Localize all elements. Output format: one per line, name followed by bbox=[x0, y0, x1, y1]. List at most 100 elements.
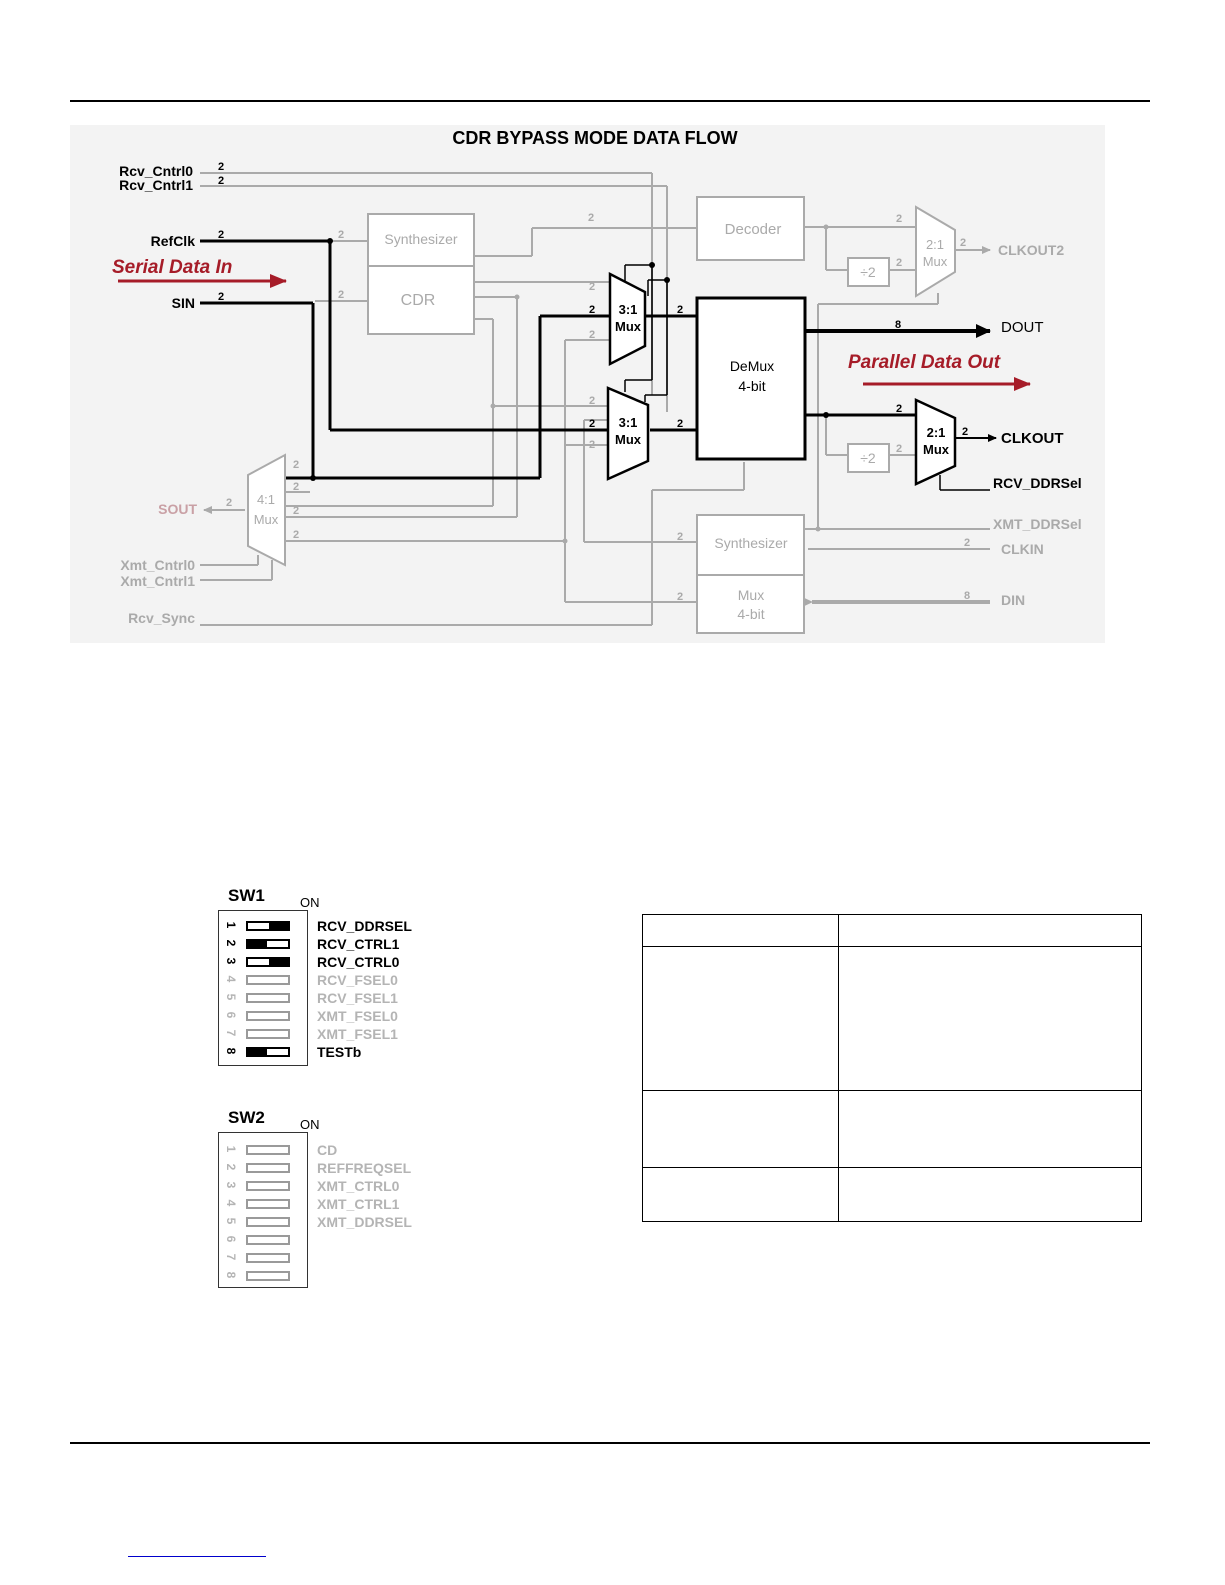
switch-number: 7 bbox=[224, 1029, 238, 1037]
table-row bbox=[642, 1090, 1142, 1168]
switch-label: XMT_DDRSEL bbox=[317, 1214, 412, 1230]
table-cell bbox=[838, 914, 1142, 947]
switch-knob bbox=[269, 959, 288, 965]
bottom-rule bbox=[70, 1442, 1150, 1444]
label-xmt-cntrl1: Xmt_Cntrl1 bbox=[120, 573, 195, 589]
switch-toggle[interactable] bbox=[246, 939, 290, 949]
switch-number: 1 bbox=[224, 921, 238, 929]
switch-label: XMT_FSEL1 bbox=[317, 1026, 398, 1042]
table-cell bbox=[838, 1090, 1142, 1168]
switch-toggle[interactable] bbox=[246, 1181, 290, 1191]
svg-text:2: 2 bbox=[218, 161, 224, 173]
switch-toggle[interactable] bbox=[246, 1145, 290, 1155]
sw2-title: SW2 bbox=[228, 1108, 265, 1127]
label-sout: SOUT bbox=[158, 501, 197, 517]
table-cell bbox=[642, 914, 839, 947]
block-mux3-bottom: 3:1 Mux bbox=[606, 386, 650, 481]
switch-toggle[interactable] bbox=[246, 975, 290, 985]
svg-text:2: 2 bbox=[677, 304, 683, 316]
svg-text:3:1: 3:1 bbox=[619, 415, 638, 430]
cdr-bypass-diagram: CDR BYPASS MODE DATA FLOW bbox=[70, 125, 1105, 643]
label-rcv-cntrl1: Rcv_Cntrl1 bbox=[119, 177, 193, 193]
svg-text:2: 2 bbox=[218, 175, 224, 187]
settings-table bbox=[642, 914, 1142, 1222]
label-rcv-ddrsel: RCV_DDRSel bbox=[993, 475, 1082, 491]
svg-text:2:1: 2:1 bbox=[926, 237, 944, 252]
switch-toggle[interactable] bbox=[246, 1011, 290, 1021]
switch-toggle[interactable] bbox=[246, 1253, 290, 1263]
switch-number: 8 bbox=[224, 1271, 238, 1279]
svg-text:Synthesizer: Synthesizer bbox=[384, 231, 457, 247]
switch-number: 4 bbox=[224, 975, 238, 983]
switch-number: 2 bbox=[224, 939, 238, 947]
label-xmt-ddrsel: XMT_DDRSel bbox=[993, 516, 1082, 532]
junction-dots bbox=[310, 238, 829, 481]
switch-toggle[interactable] bbox=[246, 993, 290, 1003]
svg-text:3:1: 3:1 bbox=[619, 302, 638, 317]
block-cdr: CDR bbox=[367, 265, 475, 335]
svg-text:Mux: Mux bbox=[615, 319, 642, 334]
svg-text:Mux: Mux bbox=[923, 442, 950, 457]
switch-position[interactable]: 8 bbox=[218, 1268, 478, 1286]
switch-label: RCV_CTRL1 bbox=[317, 936, 400, 952]
svg-text:2: 2 bbox=[218, 291, 224, 303]
svg-text:2: 2 bbox=[338, 289, 344, 301]
switch-knob bbox=[248, 1049, 267, 1055]
table-cell bbox=[838, 946, 1142, 1091]
svg-text:2: 2 bbox=[589, 281, 595, 293]
table-cell bbox=[642, 946, 839, 1091]
svg-text:2: 2 bbox=[677, 418, 683, 430]
switch-position[interactable]: 1 RCV_DDRSEL bbox=[218, 918, 478, 936]
svg-text:2: 2 bbox=[589, 304, 595, 316]
switch-label: TESTb bbox=[317, 1044, 362, 1060]
switch-number: 7 bbox=[224, 1253, 238, 1261]
switch-toggle[interactable] bbox=[246, 1235, 290, 1245]
switch-position[interactable]: 7 bbox=[218, 1250, 478, 1268]
switch-toggle[interactable] bbox=[246, 1029, 290, 1039]
switch-position[interactable]: 7 XMT_FSEL1 bbox=[218, 1026, 478, 1044]
switch-toggle[interactable] bbox=[246, 1047, 290, 1057]
svg-text:Mux: Mux bbox=[738, 587, 764, 603]
svg-text:2: 2 bbox=[589, 395, 595, 407]
switch-toggle[interactable] bbox=[246, 921, 290, 931]
switch-position[interactable]: 2 RCV_CTRL1 bbox=[218, 936, 478, 954]
svg-text:2: 2 bbox=[962, 426, 968, 438]
switch-number: 1 bbox=[224, 1145, 238, 1153]
switch-label: REFFREQSEL bbox=[317, 1160, 412, 1176]
switch-label: RCV_DDRSEL bbox=[317, 918, 412, 934]
svg-text:÷2: ÷2 bbox=[860, 450, 876, 466]
svg-text:2: 2 bbox=[218, 229, 224, 241]
svg-text:4-bit: 4-bit bbox=[738, 378, 765, 394]
svg-text:2: 2 bbox=[293, 529, 299, 541]
label-clkout2: CLKOUT2 bbox=[998, 242, 1064, 258]
switch-position[interactable]: 6 bbox=[218, 1232, 478, 1250]
svg-text:CDR: CDR bbox=[401, 292, 436, 309]
svg-text:2: 2 bbox=[293, 481, 299, 493]
switch-number: 8 bbox=[224, 1047, 238, 1055]
switch-toggle[interactable] bbox=[246, 1199, 290, 1209]
switch-toggle[interactable] bbox=[246, 1271, 290, 1281]
switch-toggle[interactable] bbox=[246, 957, 290, 967]
table-row bbox=[642, 946, 1142, 1091]
svg-text:2: 2 bbox=[338, 229, 344, 241]
svg-text:2:1: 2:1 bbox=[927, 425, 946, 440]
switch-toggle[interactable] bbox=[246, 1163, 290, 1173]
switch-toggle[interactable] bbox=[246, 1217, 290, 1227]
table-row bbox=[642, 1167, 1142, 1222]
label-rcv-cntrl0: Rcv_Cntrl0 bbox=[119, 163, 193, 179]
diagram-title: CDR BYPASS MODE DATA FLOW bbox=[452, 128, 737, 148]
svg-text:Mux: Mux bbox=[923, 254, 948, 269]
switch-position[interactable]: 8 TESTb bbox=[218, 1044, 478, 1062]
footer-link-underline bbox=[128, 1556, 266, 1557]
sw1-body bbox=[218, 910, 308, 1066]
svg-text:8: 8 bbox=[895, 319, 901, 331]
